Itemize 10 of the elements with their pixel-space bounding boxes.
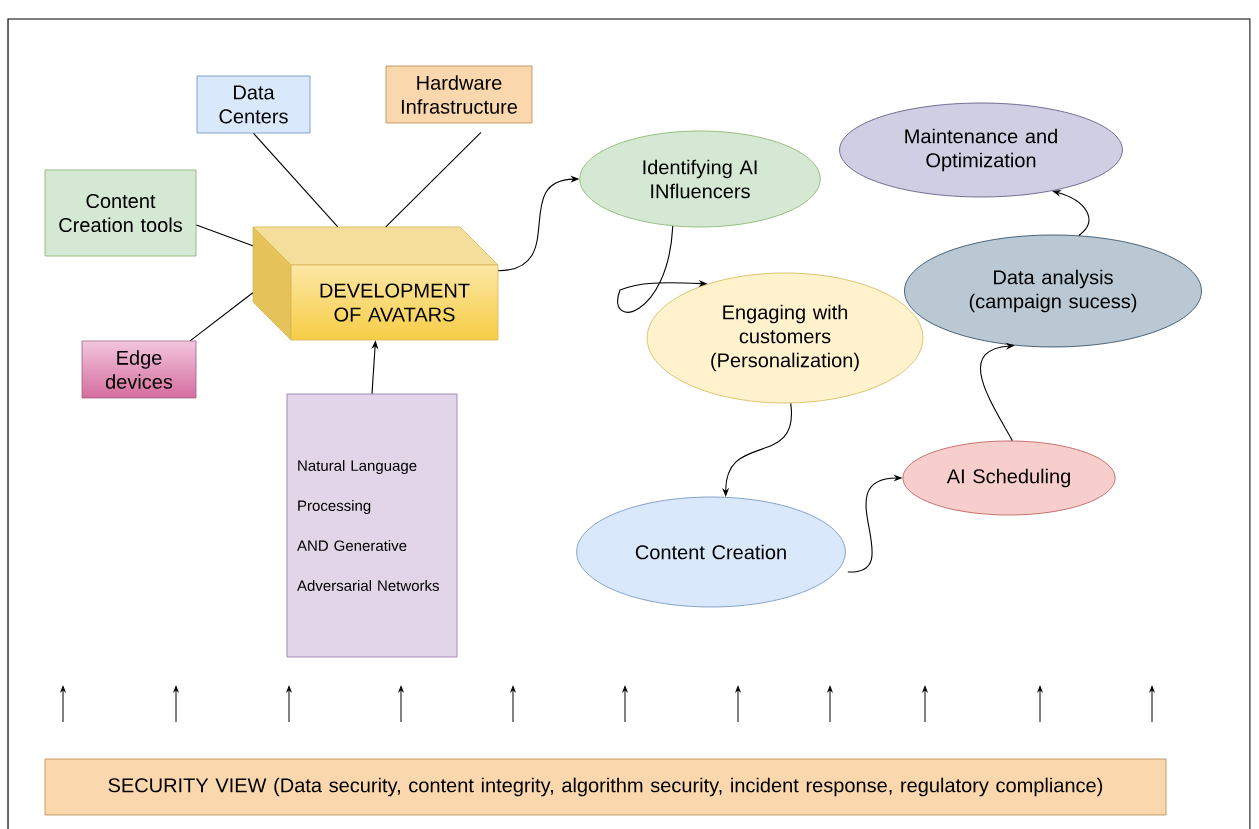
label-box: Content Creation tools: [44, 169, 197, 257]
label-box: Hardware Infrastructure: [385, 65, 533, 124]
cube-box: DEVELOPMENT OF AVATARS: [252, 226, 499, 341]
banner-box: SECURITY VIEW (Data security, content integrity, algorithm security, incident response, regulatory compliance): [44, 758, 1167, 816]
connector-line: [189, 292, 254, 342]
label-box: Data Centers: [196, 75, 311, 134]
label-box: Edge devices: [81, 340, 197, 399]
process-box: Natural Language Processing AND Generative Adversarial Networks: [286, 393, 458, 658]
connector-line: [252, 132, 339, 228]
connector-line: [195, 224, 254, 247]
